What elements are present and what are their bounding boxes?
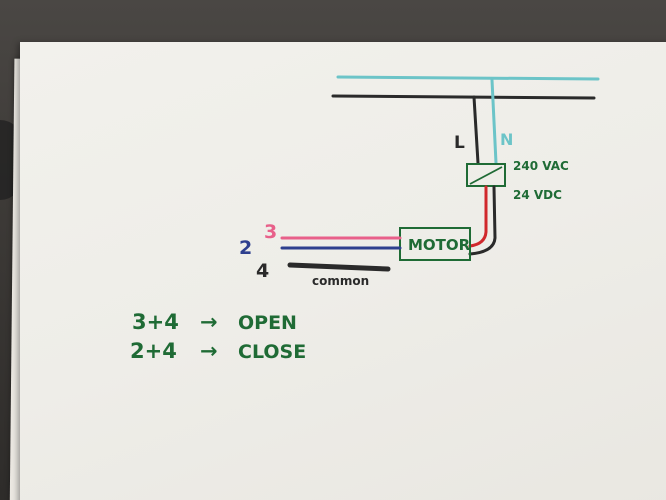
neutral-label: N: [500, 130, 513, 149]
note-close-arrow: →: [200, 339, 218, 363]
note-close: 2+4 → CLOSE: [130, 339, 306, 363]
wire-2-label: 2: [239, 237, 252, 259]
common-wire-black: [287, 262, 391, 272]
common-label: common: [312, 274, 369, 288]
note-open-action: OPEN: [238, 312, 297, 334]
dc-black-wire: [468, 185, 497, 256]
wire-3-label: 3: [264, 221, 277, 243]
dc-red-wire: [468, 185, 488, 248]
wire-4-label: 4: [256, 260, 269, 282]
neutral-mains-line: [336, 75, 600, 81]
note-open-combo: 3+4: [132, 310, 179, 334]
relay-ac-label: 240 VAC: [513, 159, 569, 173]
motor-box: [399, 227, 471, 261]
live-label: L: [454, 133, 465, 153]
neutral-drop-wire: [490, 78, 498, 165]
motor-label: MOTOR: [408, 236, 471, 254]
live-mains-line: [331, 94, 596, 100]
note-open-arrow: →: [200, 310, 218, 334]
paper-sheet: [20, 42, 666, 500]
live-drop-wire: [472, 95, 480, 165]
relay-dc-label: 24 VDC: [513, 188, 562, 202]
power-supply-diagonal: [469, 166, 503, 185]
note-open: 3+4 → OPEN: [132, 310, 297, 334]
note-close-combo: 2+4: [130, 339, 177, 363]
note-close-action: CLOSE: [238, 341, 306, 363]
